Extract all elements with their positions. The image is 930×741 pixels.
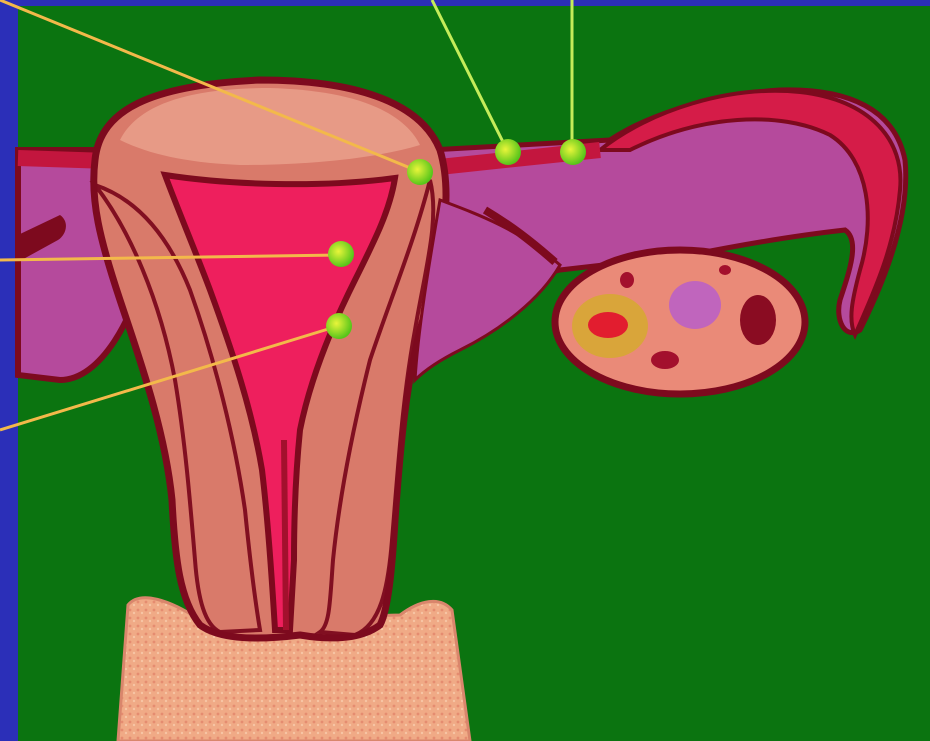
marker-tube-junction[interactable] [407,159,433,185]
follicle-dark-small [651,351,679,369]
follicle-dark [740,295,776,345]
follicle-dot-1 [620,272,634,288]
marker-cavity-lower[interactable] [326,313,352,339]
follicle-red [588,312,628,338]
follicle-dot-2 [719,265,731,275]
top-blue-border [0,0,930,6]
marker-isthmus-1[interactable] [495,139,521,165]
marker-isthmus-2[interactable] [560,139,586,165]
marker-cavity-upper[interactable] [328,241,354,267]
cervical-canal [284,440,286,630]
corpus-purple [669,281,721,329]
